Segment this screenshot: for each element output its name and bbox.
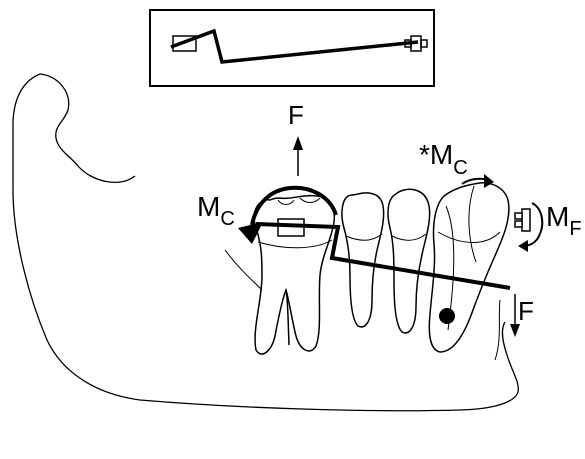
moment-label-left-base: M xyxy=(197,191,220,222)
mandible-notch xyxy=(40,74,135,182)
activated-wire-inset xyxy=(171,31,418,62)
moment-label-top-sub: C xyxy=(453,157,467,179)
moment-label-right: MF xyxy=(546,201,582,240)
moment-label-top-star: * xyxy=(419,139,430,170)
inset-frame xyxy=(150,10,434,86)
moment-label-left-sub: C xyxy=(220,208,234,230)
moment-label-top-base: M xyxy=(430,139,453,170)
force-label-top: F xyxy=(288,100,304,130)
wire-inset xyxy=(150,10,434,86)
center-of-resistance-dot xyxy=(439,308,455,324)
alveolar-crest xyxy=(225,250,500,360)
canine-bracket xyxy=(515,209,530,231)
first-premolar-tooth xyxy=(388,189,430,333)
mandible-outline xyxy=(13,74,518,411)
moment-label-right-base: M xyxy=(546,201,569,232)
canine-tooth xyxy=(429,183,509,352)
moment-label-top: *MC xyxy=(419,139,468,179)
force-arrow-up xyxy=(293,136,303,176)
force-label-right: F xyxy=(518,296,534,326)
moment-label-right-sub: F xyxy=(569,218,581,240)
moment-label-left: MC xyxy=(197,191,235,230)
